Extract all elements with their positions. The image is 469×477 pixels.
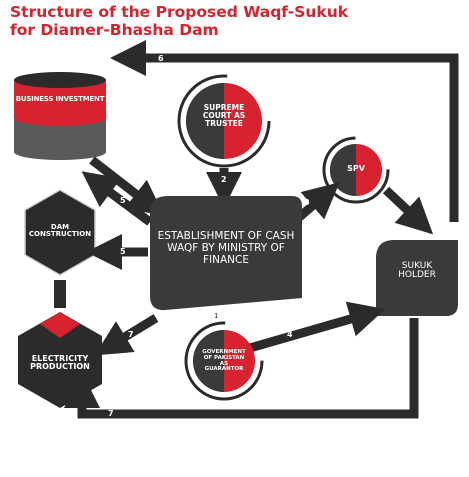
government-guarantor-circle xyxy=(184,321,264,401)
business-investment-label: BUSINESS INVESTMENT xyxy=(15,95,105,103)
sukuk-holder-shape xyxy=(376,240,458,316)
top-loop-arrow xyxy=(110,40,459,222)
electricity-production-hexagon xyxy=(18,312,102,408)
electricity-production-label: ELECTRICITY PRODUCTION xyxy=(30,354,90,372)
waqf-step-number: 1 xyxy=(214,312,219,320)
waqf-to-electricity-arrow xyxy=(94,314,159,356)
waqf-to-spv-number: 3 xyxy=(304,198,310,207)
guarantor-to-holder-arrow xyxy=(248,301,386,353)
diagram-title-line-1: Structure of the Proposed Waqf-Sukuk xyxy=(10,3,349,21)
sukuk-holder-label: SUKUK HOLDER xyxy=(398,261,436,281)
supreme-court-circle xyxy=(177,74,271,168)
cash-waqf-shape xyxy=(150,196,302,311)
government-guarantor-label: Government of Pakistan as Guarantor xyxy=(202,349,246,373)
electricity-red-diamond xyxy=(40,312,80,338)
supreme-court-label: SUPREME COURT AS TRUSTEE xyxy=(202,103,246,128)
diagram-title-line-2: for Diamer-Bhasha Dam xyxy=(10,21,219,39)
waqf-to-business-number: 5 xyxy=(120,196,126,205)
spv-circle xyxy=(322,136,390,204)
cash-waqf-label: ESTABLISHMENT OF CASH WAQF BY MINISTRY O… xyxy=(157,230,295,267)
bottom-loop-arrow xyxy=(64,318,419,419)
waqf-to-business-arrow xyxy=(81,171,153,226)
waqf-to-dam-number: 5 xyxy=(120,247,126,256)
court-to-waqf-number: 2 xyxy=(221,175,227,184)
spv-to-holder-arrow xyxy=(382,186,434,235)
business-to-waqf-number: 6 xyxy=(126,167,132,176)
bottom-loop-number: 7 xyxy=(108,409,114,418)
waqf-to-electricity-number: 7 xyxy=(128,330,134,339)
business-investment-cylinder xyxy=(14,72,106,160)
dam-construction-label: DAM CONSTRUCTION xyxy=(28,223,92,239)
dam-construction-hexagon xyxy=(24,189,96,276)
top-loop-number: 6 xyxy=(158,54,164,63)
spv-label: SPV xyxy=(347,164,365,173)
guarantor-to-holder-number: 4 xyxy=(287,330,293,339)
dam-to-electricity-connector xyxy=(54,280,66,308)
